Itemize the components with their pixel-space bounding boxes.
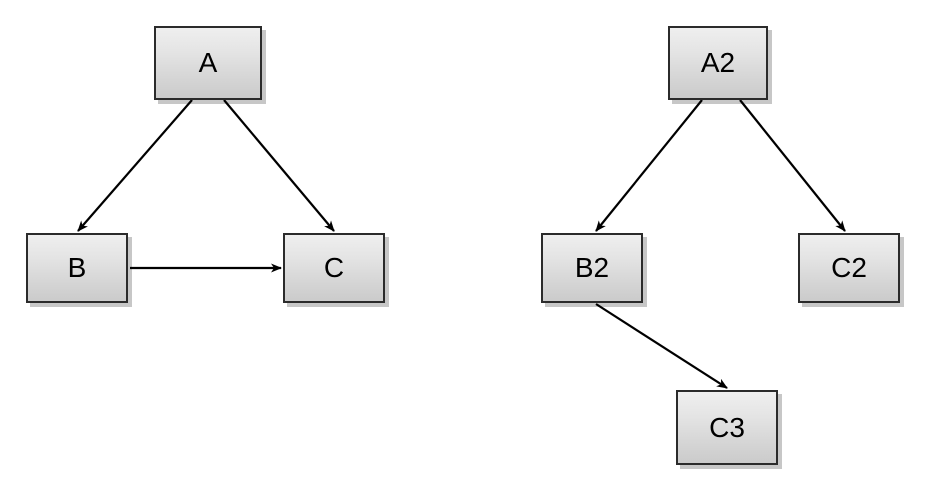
node-b[interactable]: B [26,233,128,303]
node-label-b: B [67,252,87,283]
node-a[interactable]: A [154,26,262,100]
node-label-c2: C2 [831,252,867,283]
edge-a-to-b [77,99,193,232]
node-label-a: A [198,47,218,78]
node-label-a2: A2 [700,47,736,78]
node-label-b2: B2 [574,252,610,283]
node-b2[interactable]: B2 [541,233,643,303]
node-c3[interactable]: C3 [676,390,778,465]
node-label-c: C [323,252,345,283]
edge-a2-to-c2 [739,99,846,232]
node-c2[interactable]: C2 [798,233,900,303]
node-a2[interactable]: A2 [668,26,768,100]
edge-b2-to-c3 [595,303,728,389]
edge-a2-to-b2 [595,99,703,232]
edge-a-to-c [223,99,335,232]
node-label-c3: C3 [709,411,745,443]
node-c[interactable]: C [283,233,385,303]
